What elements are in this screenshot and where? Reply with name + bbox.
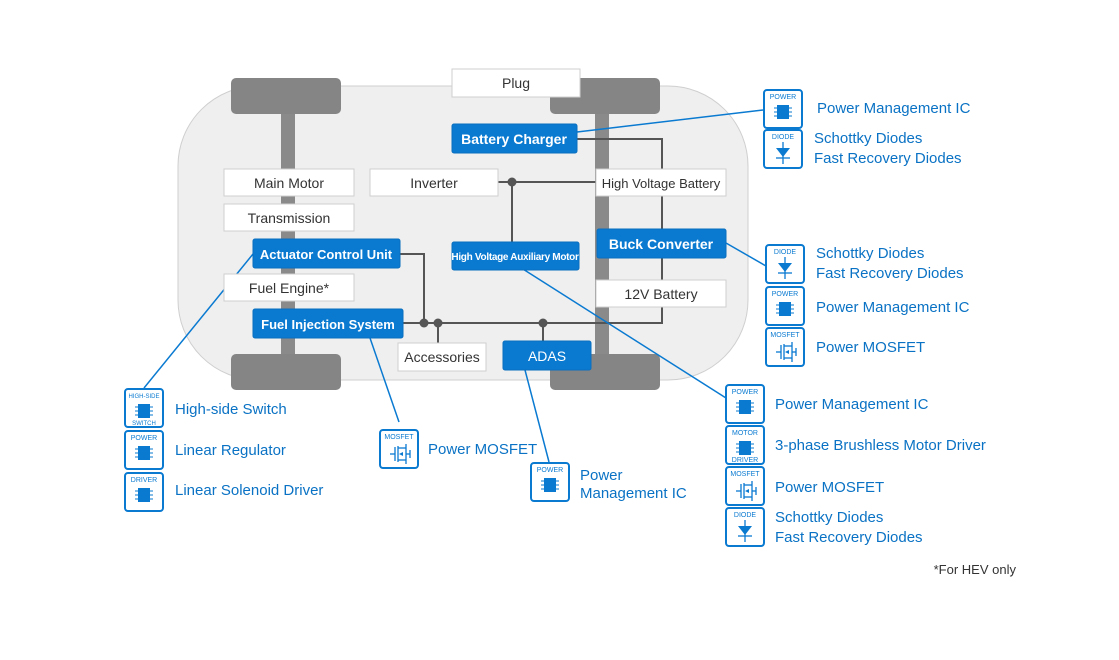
svg-text:DRIVER: DRIVER [131, 477, 157, 484]
svg-text:POWER: POWER [770, 94, 796, 101]
label-fast-recovery: Fast Recovery Diodes [814, 150, 962, 167]
box-plug: Plug [451, 68, 581, 98]
label-power-mosfet: Power MOSFET [775, 479, 884, 496]
accessories-label: Accessories [404, 349, 479, 365]
mosfet-icon: MOSFET [725, 466, 765, 506]
diode-icon: DIODE [765, 244, 805, 284]
group-actuator: HIGH-SIDE SWITCH High-side Switch POWER … [124, 388, 323, 512]
leader-lines [143, 109, 767, 463]
box-fuel-engine: Fuel Engine* [223, 273, 355, 302]
battery-12v-label: 12V Battery [624, 286, 697, 302]
motor-driver-icon: MOTOR DRIVER [725, 425, 765, 465]
wheel-front-right [231, 354, 341, 390]
junction-dot [433, 318, 443, 328]
group-fuel-injection: MOSFET Power MOSFET [379, 429, 537, 469]
main-motor-label: Main Motor [254, 175, 324, 191]
junction-dot [419, 318, 429, 328]
wheel-front-left [231, 78, 341, 114]
power-icon: POWER [530, 462, 570, 502]
svg-text:MOSFET: MOSFET [730, 471, 760, 478]
svg-text:HIGH-SIDE: HIGH-SIDE [128, 394, 159, 400]
svg-text:MOSFET: MOSFET [770, 332, 800, 339]
label-pmic-line-2: Management IC [580, 485, 687, 502]
label-linear-solenoid-driver: Linear Solenoid Driver [175, 482, 323, 499]
wiring [400, 138, 663, 344]
label-power-mosfet: Power MOSFET [816, 339, 925, 356]
power-icon: POWER [765, 286, 805, 326]
box-fuel-injection-system: Fuel Injection System [252, 308, 404, 339]
hv-aux-motor-label: High Voltage Auxiliary Motor [451, 252, 579, 263]
plug-label: Plug [502, 75, 530, 91]
svg-text:POWER: POWER [772, 291, 798, 298]
svg-text:POWER: POWER [131, 435, 157, 442]
mosfet-icon: MOSFET [765, 327, 805, 367]
svg-text:DIODE: DIODE [734, 512, 757, 519]
svg-text:POWER: POWER [732, 389, 758, 396]
box-transmission: Transmission [223, 203, 355, 232]
label-fast-recovery: Fast Recovery Diodes [816, 265, 964, 282]
label-pmic-line-1: Power [580, 467, 623, 484]
label-fast-recovery: Fast Recovery Diodes [775, 529, 923, 546]
box-hv-aux-motor: High Voltage Auxiliary Motor [451, 241, 580, 271]
junction-dot [538, 318, 548, 328]
box-inverter: Inverter [369, 168, 499, 197]
high-voltage-battery-label: High Voltage Battery [602, 176, 721, 191]
box-battery-charger: Battery Charger [451, 123, 578, 154]
box-12v-battery: 12V Battery [595, 279, 727, 308]
label-linear-regulator: Linear Regulator [175, 442, 286, 459]
svg-text:DRIVER: DRIVER [732, 457, 758, 464]
box-actuator-control-unit: Actuator Control Unit [252, 238, 401, 269]
power-icon: POWER [124, 430, 164, 470]
fuel-injection-system-label: Fuel Injection System [261, 317, 395, 332]
label-pmic: Power Management IC [775, 396, 929, 413]
box-adas: ADAS [502, 340, 592, 371]
diode-icon: DIODE [763, 129, 803, 169]
label-schottky: Schottky Diodes [816, 245, 924, 262]
svg-text:DIODE: DIODE [772, 134, 795, 141]
group-adas: POWER Power Management IC [530, 462, 687, 502]
label-schottky: Schottky Diodes [814, 130, 922, 147]
box-buck-converter: Buck Converter [596, 228, 727, 259]
label-high-side-switch: High-side Switch [175, 401, 287, 418]
label-pmic: Power Management IC [817, 100, 971, 117]
transmission-label: Transmission [248, 210, 331, 226]
fuel-engine-label: Fuel Engine* [249, 280, 330, 296]
group-charger: POWER Power Management IC DIODE Schottky… [763, 89, 971, 169]
box-main-motor: Main Motor [223, 168, 355, 197]
mosfet-icon: MOSFET [379, 429, 419, 469]
driver-icon: DRIVER [124, 472, 164, 512]
footnote: *For HEV only [934, 562, 1017, 577]
power-icon: POWER [763, 89, 803, 129]
label-power-mosfet: Power MOSFET [428, 441, 537, 458]
diode-icon: DIODE [725, 507, 765, 547]
group-aux-motor: POWER Power Management IC MOTOR DRIVER 3… [725, 384, 986, 547]
box-accessories: Accessories [397, 342, 487, 372]
svg-text:SWITCH: SWITCH [132, 421, 156, 427]
svg-text:POWER: POWER [537, 467, 563, 474]
buck-converter-label: Buck Converter [609, 236, 714, 252]
svg-text:DIODE: DIODE [774, 249, 797, 256]
junction-dot [507, 177, 517, 187]
power-icon: POWER [725, 384, 765, 424]
label-schottky: Schottky Diodes [775, 509, 883, 526]
label-motor-driver: 3-phase Brushless Motor Driver [775, 437, 986, 454]
group-buck: DIODE Schottky Diodes Fast Recovery Diod… [765, 244, 970, 367]
box-high-voltage-battery: High Voltage Battery [595, 168, 727, 197]
svg-text:MOSFET: MOSFET [384, 434, 414, 441]
adas-label: ADAS [528, 348, 566, 364]
label-pmic: Power Management IC [816, 299, 970, 316]
inverter-label: Inverter [410, 175, 458, 191]
high-side-switch-icon: HIGH-SIDE SWITCH [124, 388, 164, 428]
actuator-control-unit-label: Actuator Control Unit [260, 247, 393, 262]
svg-text:MOTOR: MOTOR [732, 430, 758, 437]
battery-charger-label: Battery Charger [461, 131, 567, 147]
